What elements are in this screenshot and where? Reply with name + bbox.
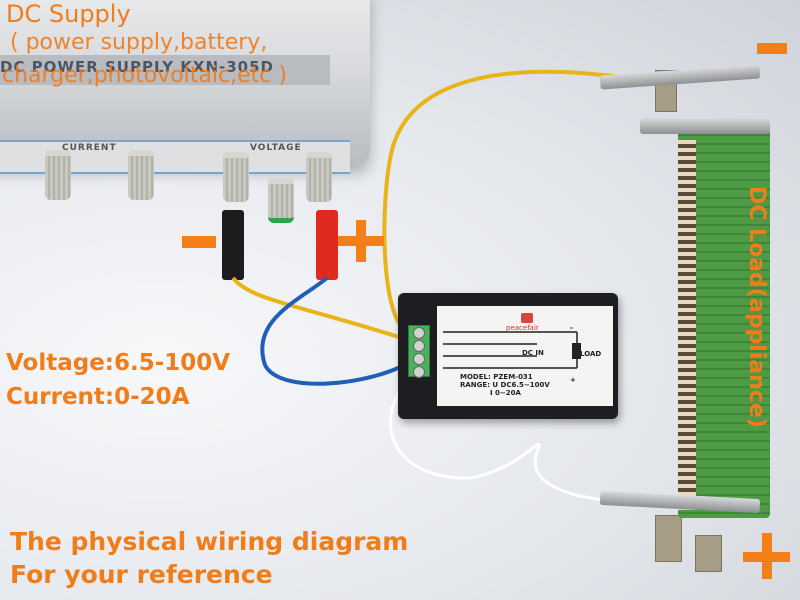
ground-terminal — [268, 178, 294, 223]
model-text: MODEL: PZEM-031 — [460, 373, 533, 381]
yellow-wire-supply-negative — [231, 276, 409, 342]
terminal-screw — [413, 327, 425, 339]
terminal-screw — [413, 340, 425, 352]
current-fine-knob[interactable] — [128, 150, 154, 200]
load-negative-sign-icon — [757, 43, 787, 54]
power-supply-label-band — [0, 55, 330, 85]
terminal-screw — [413, 353, 425, 365]
power-supply-model-label: DC POWER SUPPLY KXN-305D — [0, 58, 274, 76]
current-panel-label: CURRENT — [62, 143, 117, 153]
diagram-caption-title: The physical wiring diagram — [10, 527, 409, 556]
terminal-screw — [413, 366, 425, 378]
dc-load-label: DC Load(appliance) — [744, 186, 769, 428]
range-current-text: I 0~20A — [490, 389, 521, 397]
meter-schematic — [443, 331, 581, 369]
range-voltage-text: RANGE: U DC6.5~100V — [460, 381, 550, 389]
supply-positive-sign-vertical — [356, 220, 366, 262]
voltage-fine-knob[interactable] — [306, 152, 332, 202]
current-coarse-knob[interactable] — [45, 150, 71, 200]
positive-output-jack — [316, 210, 338, 280]
blue-wire-supply-positive — [260, 276, 410, 386]
diagram-caption-subtitle: For your reference — [10, 560, 273, 589]
load-plus-sign: + — [570, 376, 576, 384]
supply-subtitle-line1: ( power supply,battery, — [10, 30, 268, 55]
current-spec: Current:0-20A — [6, 384, 190, 410]
voltage-coarse-knob[interactable] — [223, 152, 249, 202]
load-positive-sign-vertical — [762, 533, 772, 579]
dc-in-label: DC IN — [522, 349, 544, 357]
supply-subtitle-line2: charger,photovoltaic,etc ) — [2, 63, 287, 88]
meter-terminal-block — [408, 325, 430, 378]
supply-title: DC Supply — [6, 0, 131, 28]
load-label: LOAD — [580, 350, 602, 358]
voltage-spec: Voltage:6.5-100V — [6, 350, 231, 376]
white-wire-load-positive — [389, 371, 606, 502]
negative-output-jack — [222, 210, 244, 280]
resistor-bracket-bottom-right — [695, 535, 722, 572]
voltage-panel-label: VOLTAGE — [250, 143, 302, 153]
meter-brand: peacefair — [506, 324, 539, 332]
load-minus-sign: - — [570, 324, 573, 332]
resistor-coil — [678, 140, 696, 510]
yellow-wire-load-negative — [382, 69, 629, 334]
resistor-bracket-bottom-left — [655, 515, 682, 562]
supply-negative-sign-icon — [182, 236, 216, 248]
peacefair-logo-icon — [521, 313, 533, 323]
resistor-band-clamp — [640, 118, 770, 134]
